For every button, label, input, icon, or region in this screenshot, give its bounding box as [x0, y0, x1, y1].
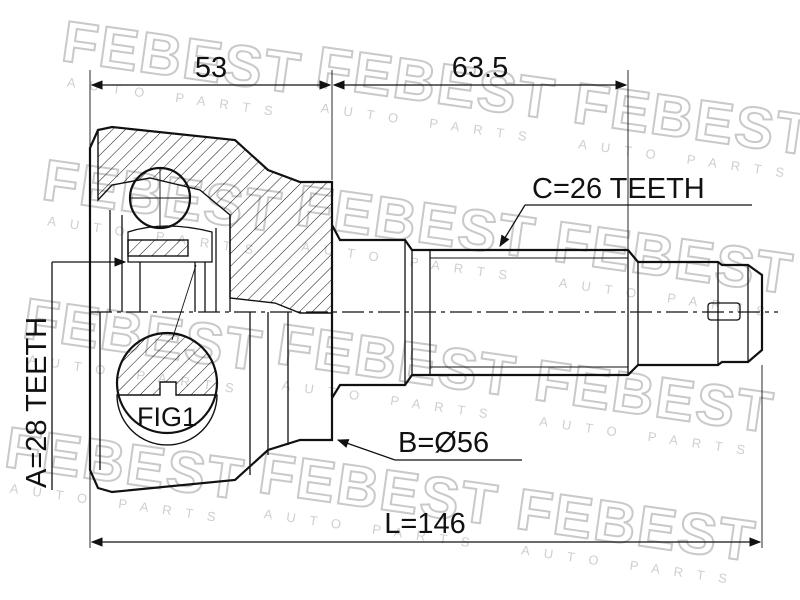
dimension-53: 53 — [89, 52, 333, 180]
spline-a-label: A=28 TEETH — [21, 317, 53, 488]
diameter-b-callout: B=Ø56 — [336, 427, 522, 461]
spline-c-label: C=26 TEETH — [532, 173, 705, 205]
spline-a-callout: A=28 TEETH — [21, 257, 127, 490]
watermark-6: FEBEST AUTO PARTS — [549, 208, 799, 320]
fig1-detail: FIG1 — [115, 264, 219, 446]
shaft-outline — [331, 224, 764, 399]
housing — [88, 125, 334, 494]
dimension-length: L=146 — [89, 365, 763, 548]
fig1-leader — [171, 264, 197, 341]
watermark-12: FEBEST AUTO PARTS — [512, 476, 762, 588]
dimension-63-5: 63.5 — [332, 52, 629, 250]
fig1-spline-profile — [116, 381, 218, 446]
fig1-label: FIG1 — [137, 402, 197, 432]
dim-53-label: 53 — [195, 52, 227, 84]
inner-race — [127, 239, 189, 257]
cage — [127, 225, 213, 263]
dim-63-5-label: 63.5 — [452, 52, 508, 84]
spline-c-callout: C=26 TEETH — [499, 173, 752, 247]
leader-line — [336, 439, 396, 461]
watermark-8: FEBEST AUTO PARTS — [272, 311, 522, 423]
diameter-b-label: B=Ø56 — [398, 427, 489, 459]
ball-cage — [127, 166, 213, 312]
watermark-2: FEBEST AUTO PARTS — [311, 33, 561, 145]
housing-outline — [88, 125, 334, 494]
watermark-1: FEBEST AUTO PARTS — [57, 8, 307, 120]
fig1-circle — [115, 331, 219, 435]
leader-line — [499, 204, 526, 247]
watermark-3: FEBEST AUTO PARTS — [569, 70, 800, 182]
length-l-label: L=146 — [384, 508, 465, 540]
watermark-9: FEBEST AUTO PARTS — [530, 347, 780, 459]
